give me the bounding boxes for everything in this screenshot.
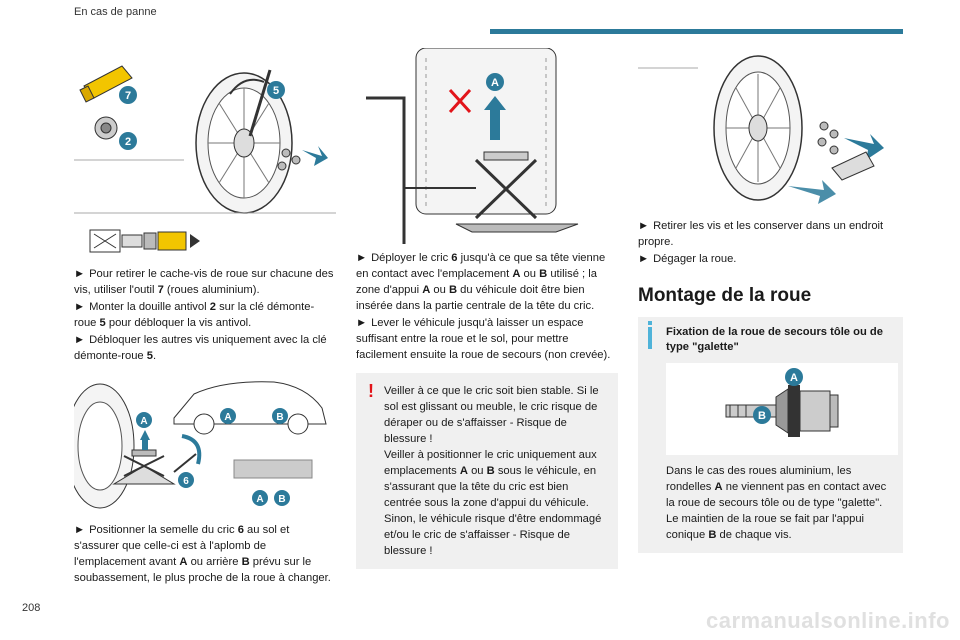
badge-7: 7 (125, 90, 131, 102)
col1-instructions: ►Pour retirer le cache-vis de roue sur c… (74, 266, 336, 364)
figure-wheel-nut-removal: 7 2 5 (74, 48, 336, 218)
badge-a-car: A (224, 412, 231, 423)
warning-icon: ! (368, 381, 374, 401)
instruction-lift-vehicle: ►Lever le véhicule jusqu'à laisser un es… (356, 317, 611, 361)
instruction-deploy-jack: ►Déployer le cric 6 jusqu'à ce que sa tê… (356, 252, 606, 312)
instruction-release-wheel: ►Dégager la roue. (638, 253, 737, 265)
info-icon (648, 321, 652, 349)
column-1: 7 2 5 ►Pour retirer le cache-vis de roue… (74, 48, 336, 587)
col1-instruction-jack: ►Positionner la semelle du cric 6 au sol… (74, 524, 331, 584)
header-title: En cas de panne (74, 6, 157, 18)
info-title: Fixation de la roue de secours tôle ou d… (666, 326, 883, 353)
figure-jack-position: A A B 6 A B (74, 376, 336, 514)
badge-a-deploy: A (491, 77, 499, 89)
warning-text-2: Veiller à positionner le cric uniquement… (384, 449, 602, 557)
badge-6: 6 (183, 476, 189, 487)
info-body: Dans le cas des roues aluminium, les ron… (666, 465, 887, 541)
badge-b-washer: B (758, 410, 766, 422)
figure-wheel-removal (638, 48, 903, 206)
badge-2: 2 (125, 136, 131, 148)
instruction-remove-cap: ►Pour retirer le cache-vis de roue sur c… (74, 268, 334, 296)
column-2: A ►Déployer le cric 6 jusqu'à ce que sa … (356, 48, 618, 569)
instruction-loosen-bolts: ►Débloquer les autres vis uniquement ave… (74, 334, 327, 362)
badge-b-car: B (276, 412, 283, 423)
watermark: carmanualsonline.info (706, 608, 950, 633)
badge-5: 5 (273, 85, 279, 97)
instruction-remove-bolts: ►Retirer les vis et les conserver dans u… (638, 220, 884, 248)
figure-cap-tool (74, 224, 336, 258)
page-number: 208 (22, 602, 41, 614)
figure-jack-deploy: A (356, 48, 618, 244)
column-3: ►Retirer les vis et les conserver dans u… (638, 48, 903, 553)
col2-instructions: ►Déployer le cric 6 jusqu'à ce que sa tê… (356, 250, 618, 363)
section-title: Montage de la roue (638, 285, 812, 306)
badge-a-washer: A (790, 372, 798, 384)
header-accent-bar (490, 29, 903, 34)
figure-bolt-washer: A B (666, 363, 898, 455)
info-box: Fixation de la roue de secours tôle ou d… (638, 317, 903, 553)
warning-text-1: Veiller à ce que le cric soit bien stabl… (384, 385, 599, 445)
badge-b-under: B (278, 494, 285, 505)
badge-a-jack: A (140, 416, 147, 427)
badge-a-under: A (256, 494, 263, 505)
warning-box: ! Veiller à ce que le cric soit bien sta… (356, 373, 618, 569)
col3-instructions: ►Retirer les vis et les conserver dans u… (638, 218, 903, 267)
instruction-mount-socket: ►Monter la douille antivol 2 sur la clé … (74, 301, 315, 329)
